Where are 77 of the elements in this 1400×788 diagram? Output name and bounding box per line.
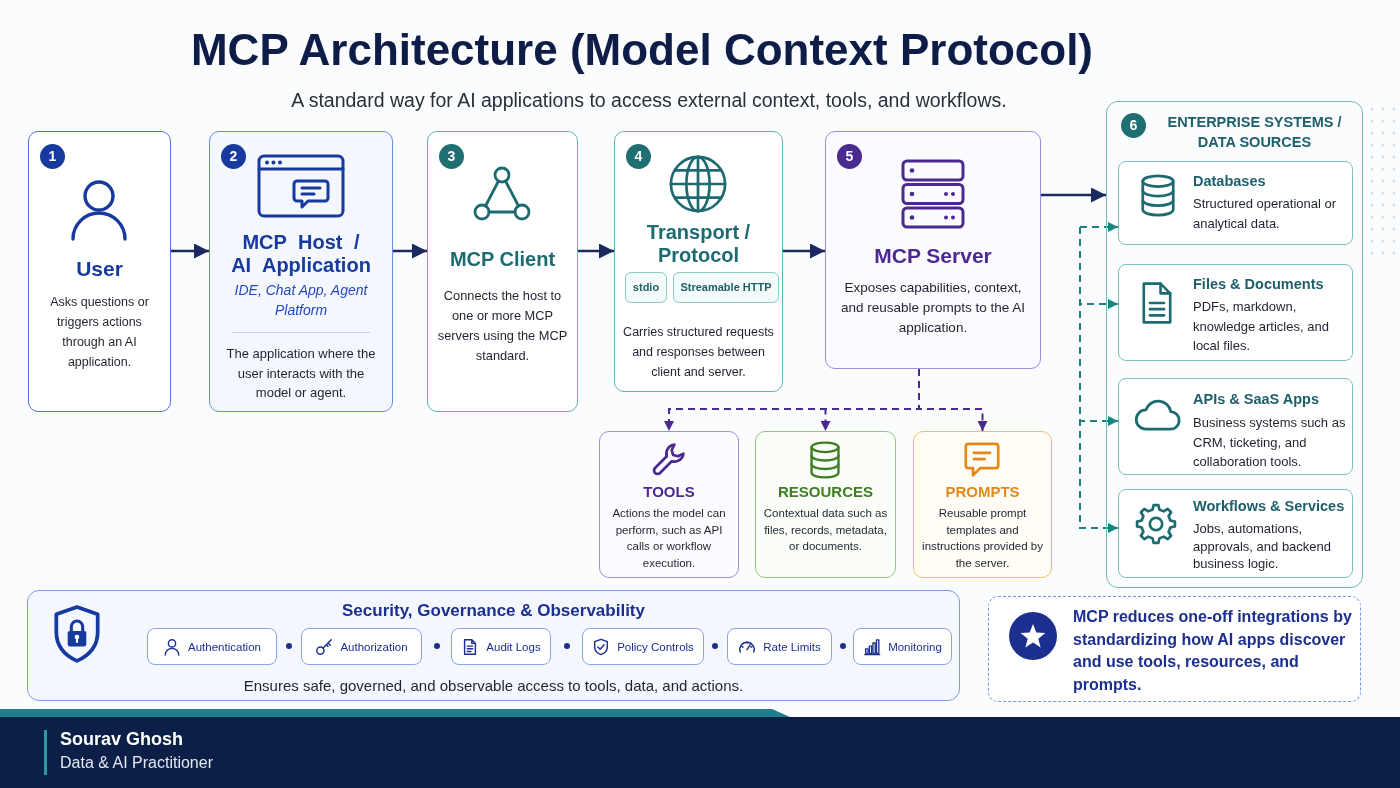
card-title: MCP Host / AI Application bbox=[230, 231, 372, 277]
step-number: 1 bbox=[40, 144, 65, 169]
arrow bbox=[783, 243, 825, 259]
data-source-card bbox=[1118, 489, 1353, 578]
card-description: PDFs, markdown, knowledge articles, and local files. bbox=[1193, 298, 1330, 355]
security-panel bbox=[27, 590, 960, 701]
author-name: Sourav Ghosh bbox=[60, 728, 184, 750]
footer-band bbox=[0, 717, 1400, 788]
data-source-card bbox=[1118, 161, 1353, 245]
card-description: Business systems such as CRM, ticketing, and collaboration tools. bbox=[1193, 414, 1347, 471]
capability-card bbox=[599, 431, 739, 578]
chip-label: Rate Limits bbox=[763, 640, 821, 653]
step-number: 6 bbox=[1121, 113, 1146, 138]
step-number: 3 bbox=[439, 144, 464, 169]
capability-card bbox=[913, 431, 1052, 578]
dashed-arrow bbox=[918, 368, 988, 432]
chip-label: Policy Controls bbox=[617, 640, 694, 653]
panel-heading: Security, Governance & Observability bbox=[342, 600, 645, 621]
card-description: Carries structured requests and responses between client and server. bbox=[622, 324, 775, 381]
card-description: Contextual data such as files, records, metadata, or documents. bbox=[762, 506, 889, 554]
card-description: Actions the model can perform, such as API calls or workflow execution. bbox=[611, 506, 727, 571]
panel-heading: ENTERPRISE SYSTEMS / DATA SOURCES bbox=[1166, 113, 1343, 152]
author-role: Data & AI Practitioner bbox=[60, 753, 213, 773]
chip-label: Monitoring bbox=[888, 640, 942, 653]
diagram-subtitle: A standard way for AI applications to access external context, tools, and workflows. bbox=[291, 88, 1007, 112]
step-number: 4 bbox=[626, 144, 651, 169]
security-chip bbox=[853, 628, 952, 665]
diagram-title: MCP Architecture (Model Context Protocol) bbox=[190, 24, 1094, 76]
arrow bbox=[171, 243, 209, 259]
protocol-tag: stdio bbox=[625, 272, 667, 303]
chip-label: Audit Logs bbox=[486, 640, 541, 653]
card-title: MCP Server bbox=[874, 243, 992, 269]
capability-card bbox=[755, 431, 896, 578]
data-source-card bbox=[1118, 378, 1353, 475]
step-card bbox=[825, 131, 1041, 369]
security-chip bbox=[451, 628, 551, 665]
card-title: RESOURCES bbox=[778, 483, 873, 501]
security-chip bbox=[727, 628, 832, 665]
step-card bbox=[614, 131, 783, 392]
card-description: Structured operational or analytical data. bbox=[1193, 195, 1338, 233]
arrow bbox=[578, 243, 614, 259]
card-title: Files & Documents bbox=[1193, 275, 1324, 294]
card-title: MCP Client bbox=[449, 247, 556, 271]
card-title: APIs & SaaS Apps bbox=[1193, 390, 1319, 409]
chip-label: Authorization bbox=[340, 640, 408, 653]
dashed-arrow bbox=[1079, 222, 1119, 232]
step-card bbox=[209, 131, 393, 412]
chip-label: Authentication bbox=[188, 640, 261, 653]
card-description: Connects the host to one or more MCP servers using the MCP standard. bbox=[436, 287, 569, 365]
step-number: 2 bbox=[221, 144, 246, 169]
card-title: PROMPTS bbox=[945, 483, 1020, 501]
data-source-card bbox=[1118, 264, 1353, 361]
card-description: The application where the user interacts with the model or agent. bbox=[225, 345, 377, 402]
arrow bbox=[393, 243, 427, 259]
panel-description: Ensures safe, governed, and observable access to tools, data, and actions. bbox=[243, 676, 744, 695]
card-title: Workflows & Services bbox=[1193, 497, 1345, 516]
card-description: Exposes capabilities, context, and reusable prompts to the AI application. bbox=[840, 279, 1026, 337]
card-title: TOOLS bbox=[643, 483, 695, 501]
callout-text: MCP reduces one-off integrations by standardizing how AI apps discover and use tools, resources, and prompts. bbox=[1073, 607, 1353, 695]
card-title: Transport / Protocol bbox=[645, 221, 752, 267]
security-chip bbox=[582, 628, 704, 665]
card-description: Asks questions or triggers actions through an AI application. bbox=[49, 294, 150, 371]
security-chip bbox=[301, 628, 422, 665]
protocol-tag: Streamable HTTP bbox=[673, 272, 779, 303]
systems-panel bbox=[1106, 101, 1363, 588]
step-number: 5 bbox=[837, 144, 862, 169]
info-callout bbox=[988, 596, 1361, 702]
card-description: Jobs, automations, approvals, and backend business logic. bbox=[1193, 520, 1333, 573]
security-chip bbox=[147, 628, 277, 665]
card-title: Databases bbox=[1193, 172, 1266, 191]
step-card bbox=[28, 131, 171, 412]
dashed-arrow bbox=[1079, 226, 1119, 533]
arrow bbox=[1041, 187, 1106, 203]
step-card bbox=[427, 131, 578, 412]
card-description: Reusable prompt templates and instructions provided by the server. bbox=[921, 506, 1044, 571]
example-list: IDE, Chat App, Agent Platform bbox=[218, 280, 384, 320]
card-title: User bbox=[76, 256, 123, 282]
